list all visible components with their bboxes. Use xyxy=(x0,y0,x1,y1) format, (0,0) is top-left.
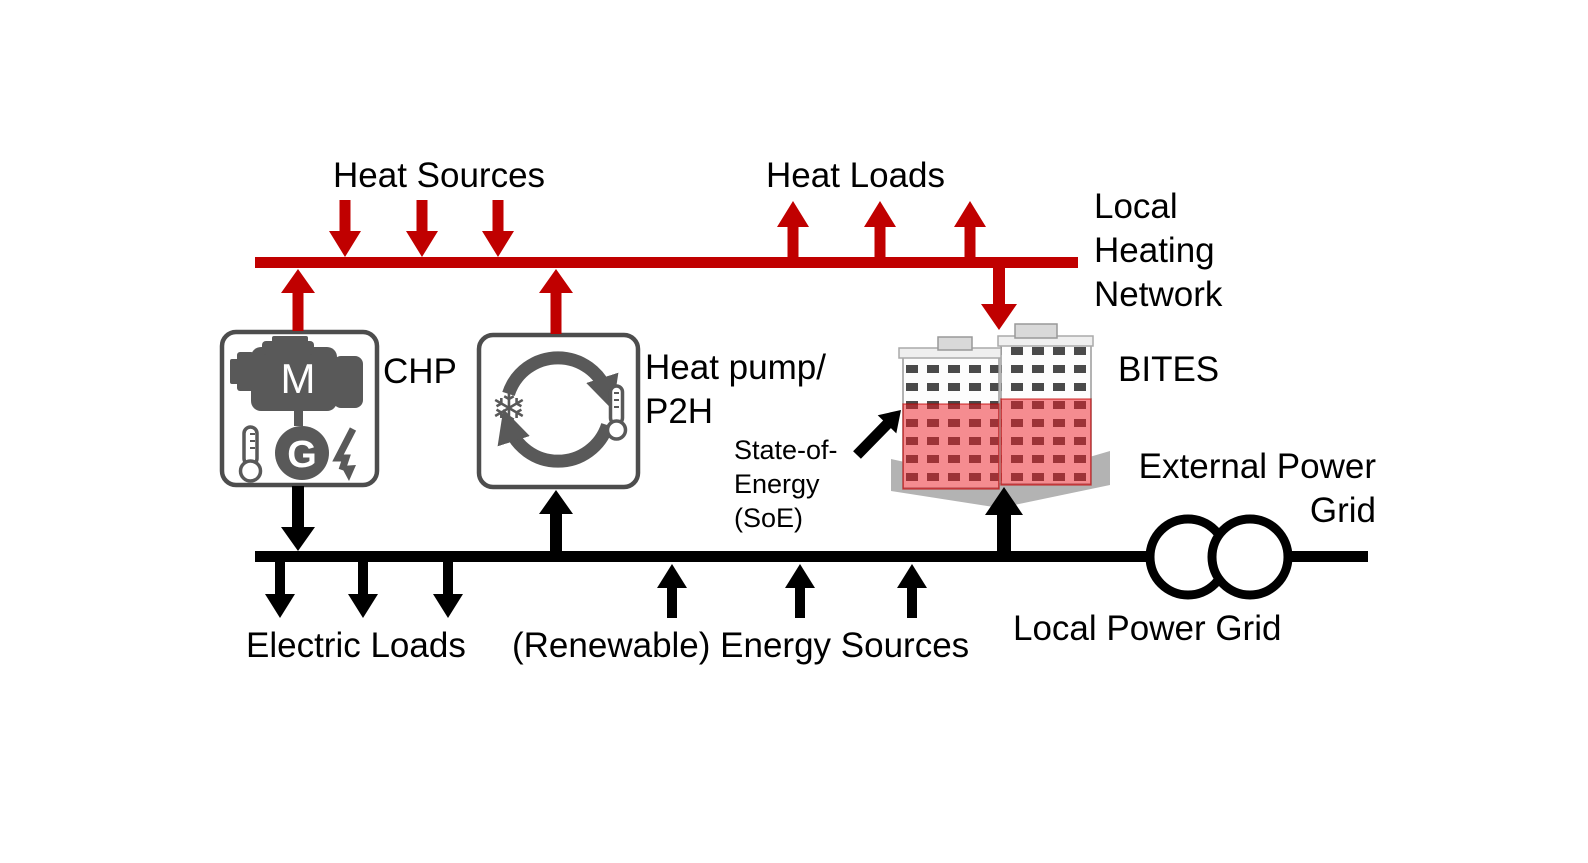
power-to-heatpump-arrow xyxy=(539,490,573,551)
heat-load-arrow-1 xyxy=(777,201,809,258)
soe-fill-right xyxy=(1000,398,1092,486)
energy-source-arrow-2 xyxy=(785,564,815,618)
chp-label: CHP xyxy=(383,352,457,391)
heatpump-to-heating-arrow xyxy=(539,269,573,334)
chp-unit: M G xyxy=(219,329,380,488)
heat-pump-label-line1: Heat pump/ xyxy=(645,348,826,387)
shaft-link xyxy=(294,411,303,426)
local-power-grid-label: Local Power Grid xyxy=(1013,609,1282,648)
transformer-icon xyxy=(1145,514,1293,600)
electric-load-arrow-1 xyxy=(265,562,295,618)
soe-label-line1: State-of- xyxy=(734,435,838,465)
external-power-line xyxy=(1287,551,1368,562)
generator-icon: G xyxy=(275,426,329,480)
heat-pump-unit: ❄ xyxy=(476,332,641,490)
heating-to-bites-arrow xyxy=(981,267,1017,330)
lightning-bolt-icon xyxy=(332,427,357,481)
heat-load-arrow-3 xyxy=(954,201,986,258)
energy-source-arrow-1 xyxy=(657,564,687,618)
engine-icon: M xyxy=(230,336,363,411)
generator-letter: G xyxy=(287,434,317,476)
thermometer-icon xyxy=(605,384,628,441)
energy-source-arrow-3 xyxy=(897,564,927,618)
soe-fill-left xyxy=(902,403,1000,490)
soe-pointer-arrow xyxy=(853,410,901,459)
external-power-grid-label: External Power Grid xyxy=(1138,447,1376,530)
heat-sources-label: Heat Sources xyxy=(333,156,546,195)
chp-to-power-arrow xyxy=(281,486,315,551)
heat-source-arrow-2 xyxy=(406,200,438,257)
chp-to-heating-arrow xyxy=(281,269,315,331)
electric-loads-label: Electric Loads xyxy=(246,626,466,665)
heat-source-arrow-3 xyxy=(482,200,514,257)
bites-label: BITES xyxy=(1118,350,1220,389)
snowflake-icon: ❄ xyxy=(491,384,528,435)
local-heating-bus xyxy=(255,257,1078,268)
soe-label-line3: (SoE) xyxy=(734,503,804,533)
building-roofbox-right xyxy=(1014,323,1058,339)
renewable-energy-sources-label: (Renewable) Energy Sources xyxy=(512,626,970,665)
electric-load-arrow-2 xyxy=(348,562,378,618)
soe-label: State-of- Energy (SoE) xyxy=(734,433,838,535)
power-to-bites-arrow xyxy=(985,487,1023,551)
building-roofbox-left xyxy=(937,336,973,351)
local-heating-network-label: Local Heating Network xyxy=(1094,187,1223,314)
building-platform xyxy=(891,451,1110,508)
heat-load-arrow-2 xyxy=(864,201,896,258)
local-power-bus xyxy=(255,551,1150,562)
motor-letter: M xyxy=(281,355,316,402)
bites-building-icon xyxy=(891,323,1110,508)
heat-pump-label-line2: P2H xyxy=(645,392,714,431)
heat-loads-label: Heat Loads xyxy=(766,156,946,195)
heat-source-arrow-1 xyxy=(329,200,361,257)
heat-pump-label: Heat pump/P2H xyxy=(645,346,826,434)
cycle-arrows-icon xyxy=(497,351,619,468)
soe-label-line2: Energy xyxy=(734,469,820,499)
electric-load-arrow-3 xyxy=(433,562,463,618)
thermometer-icon xyxy=(238,425,263,483)
